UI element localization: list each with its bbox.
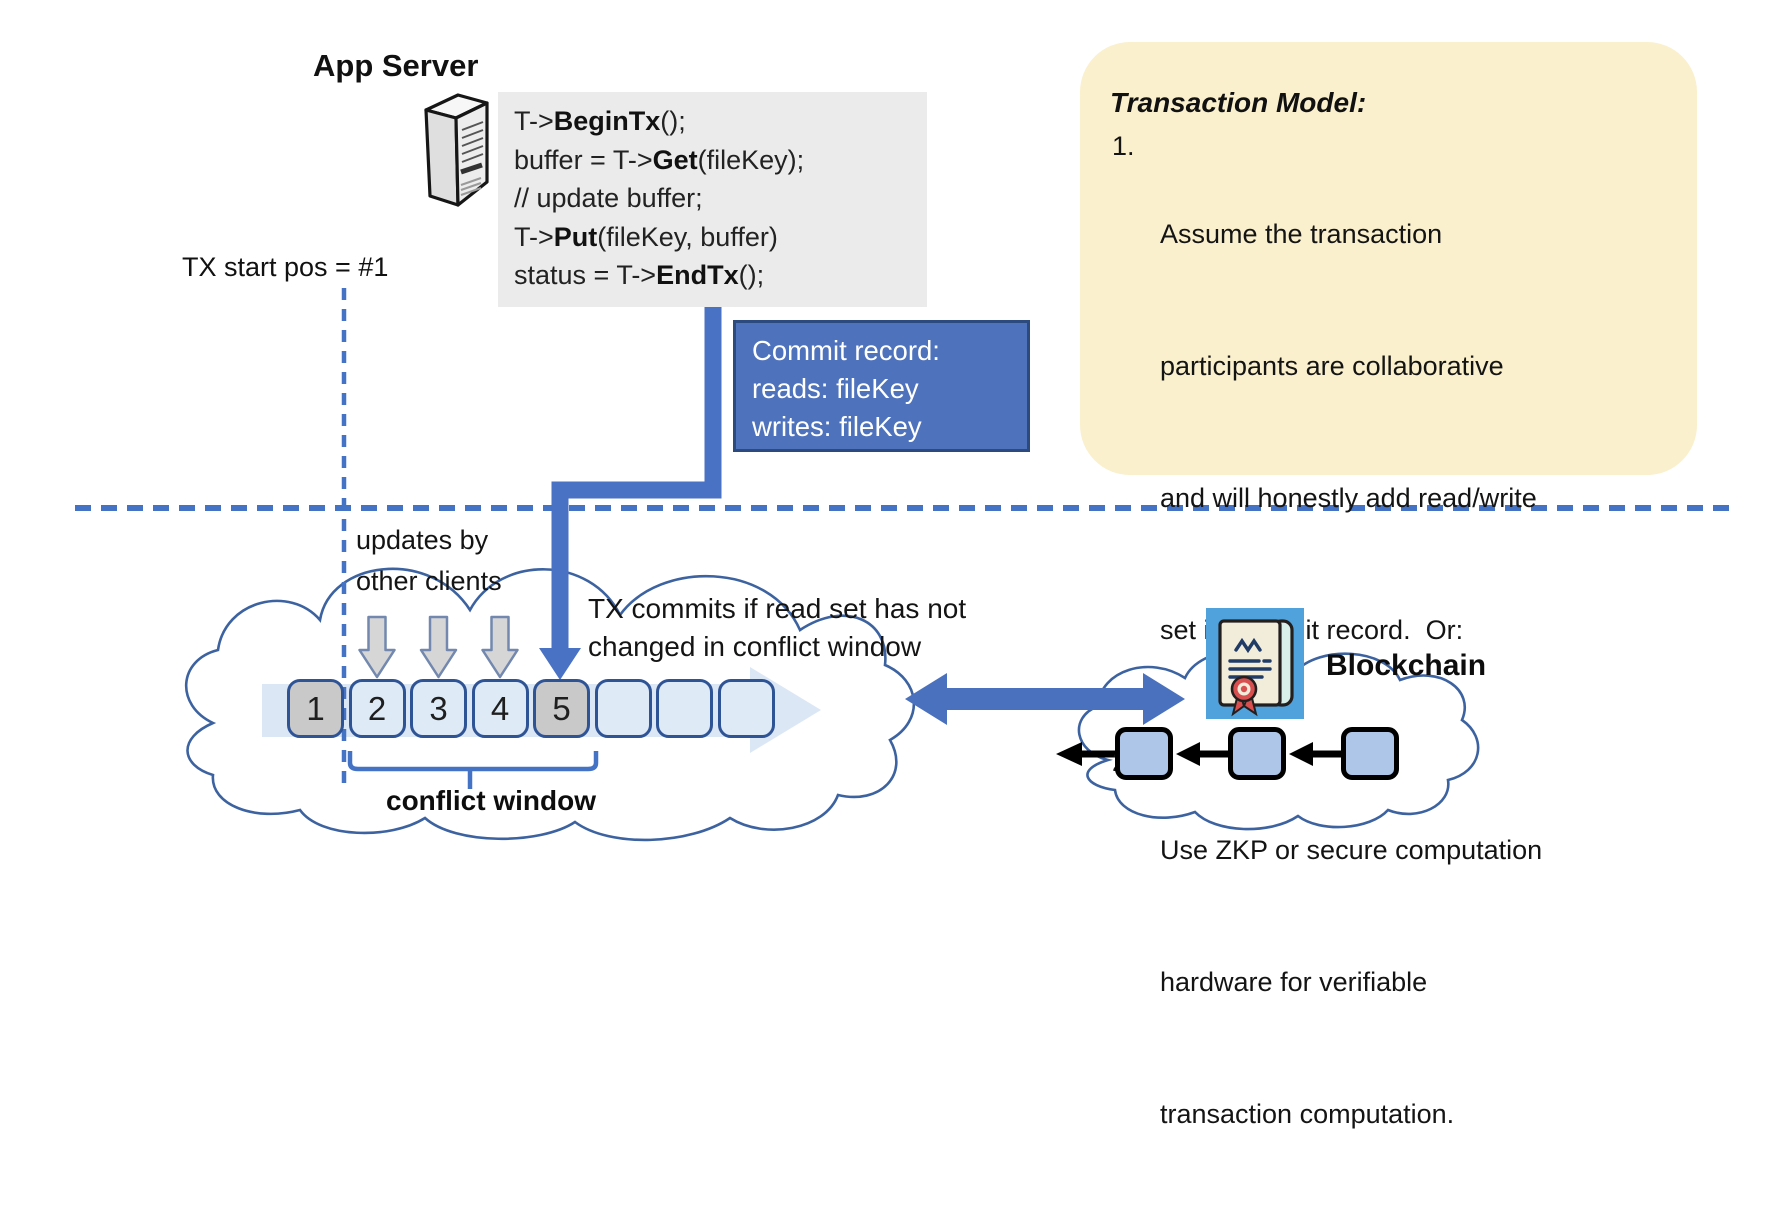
note-line: Use ZKP or secure computation: [1160, 835, 1543, 865]
timeline-slot-row: 1 2 3 4 5: [287, 679, 775, 738]
blockchain-block-row: [1115, 727, 1399, 780]
certificate-icon: [1206, 608, 1304, 719]
commit-record-line: writes: fileKey: [752, 411, 922, 442]
timeline-slot-3: 3: [410, 679, 467, 738]
updates-by-other-clients-label: updates by other clients: [356, 520, 502, 602]
blockchain-label: Blockchain: [1326, 649, 1487, 682]
note-item-text: Use ZKP or secure computation hardware f…: [1160, 740, 1673, 1224]
code-line: status = T->EndTx();: [514, 260, 765, 290]
slot-number: 1: [306, 689, 325, 727]
slot-number: 3: [429, 689, 448, 727]
code-line: T->BeginTx();: [514, 106, 686, 136]
note-line: transaction computation.: [1160, 1099, 1455, 1129]
code-line: T->Put(fileKey, buffer): [514, 221, 778, 252]
label-line: other clients: [356, 566, 502, 596]
update-arrows: [358, 615, 519, 679]
slot-number: 5: [552, 689, 571, 727]
label-line: changed in conflict window: [588, 631, 922, 662]
note-line: hardware for verifiable: [1160, 967, 1428, 997]
conflict-window-bracket: [347, 751, 599, 789]
note-item-number: 2.: [1110, 740, 1160, 1224]
app-server-title: App Server: [313, 48, 479, 83]
update-arrow-icon: [419, 615, 458, 679]
update-arrow-icon: [358, 615, 396, 679]
slide-canvas: { "app_server": {"title": "App Server"},…: [75, 42, 1735, 1129]
timeline-slot-6: [594, 679, 652, 738]
transaction-code-block: T->BeginTx(); buffer = T->Get(fileKey); …: [498, 92, 927, 307]
note-title: Transaction Model:: [1110, 87, 1367, 118]
note-line: Assume the transaction: [1160, 219, 1443, 249]
code-line: buffer = T->Get(fileKey);: [514, 144, 805, 175]
commit-flow-arrow: [539, 300, 722, 680]
blockchain-block: [1228, 727, 1286, 780]
commit-record-line: reads: fileKey: [752, 373, 919, 404]
timeline-slot-5: 5: [533, 679, 590, 738]
tx-commits-note-label: TX commits if read set has not changed i…: [588, 590, 966, 666]
note-item-number: 1.: [1112, 131, 1135, 161]
blockchain-block: [1115, 727, 1173, 780]
label-line: updates by: [356, 525, 489, 555]
note-item-2: 2. Use ZKP or secure computation hardwar…: [1110, 740, 1673, 1224]
commit-record-box: Commit record: reads: fileKey writes: fi…: [733, 320, 1030, 452]
timeline-slot-1: 1: [287, 679, 344, 738]
tx-start-pos-label: TX start pos = #1: [182, 252, 389, 282]
chain-link-arrows: [1056, 742, 1341, 766]
timeline-slot-7: [656, 679, 713, 738]
timeline-slot-8: [717, 679, 775, 738]
timeline-slot-2: 2: [348, 679, 406, 738]
note-line: participants are collaborative: [1160, 351, 1504, 381]
note-item-1: 1. Assume the transaction participants a…: [1110, 124, 1673, 740]
timeline-slot-4: 4: [471, 679, 529, 738]
blockchain-block: [1341, 727, 1399, 780]
commit-record-line: Commit record:: [752, 335, 940, 366]
server-icon: [424, 93, 489, 207]
conflict-window-label: conflict window: [386, 785, 596, 816]
code-line: // update buffer;: [514, 183, 703, 213]
update-arrow-icon: [481, 615, 519, 679]
note-line: and will honestly add read/write: [1160, 483, 1537, 513]
label-line: TX commits if read set has not: [588, 593, 967, 624]
slot-number: 2: [367, 689, 387, 727]
transaction-model-note: Transaction Model: 1. Assume the transac…: [1080, 42, 1697, 1129]
slot-number: 4: [490, 689, 510, 727]
sync-double-arrow: [905, 673, 1185, 725]
